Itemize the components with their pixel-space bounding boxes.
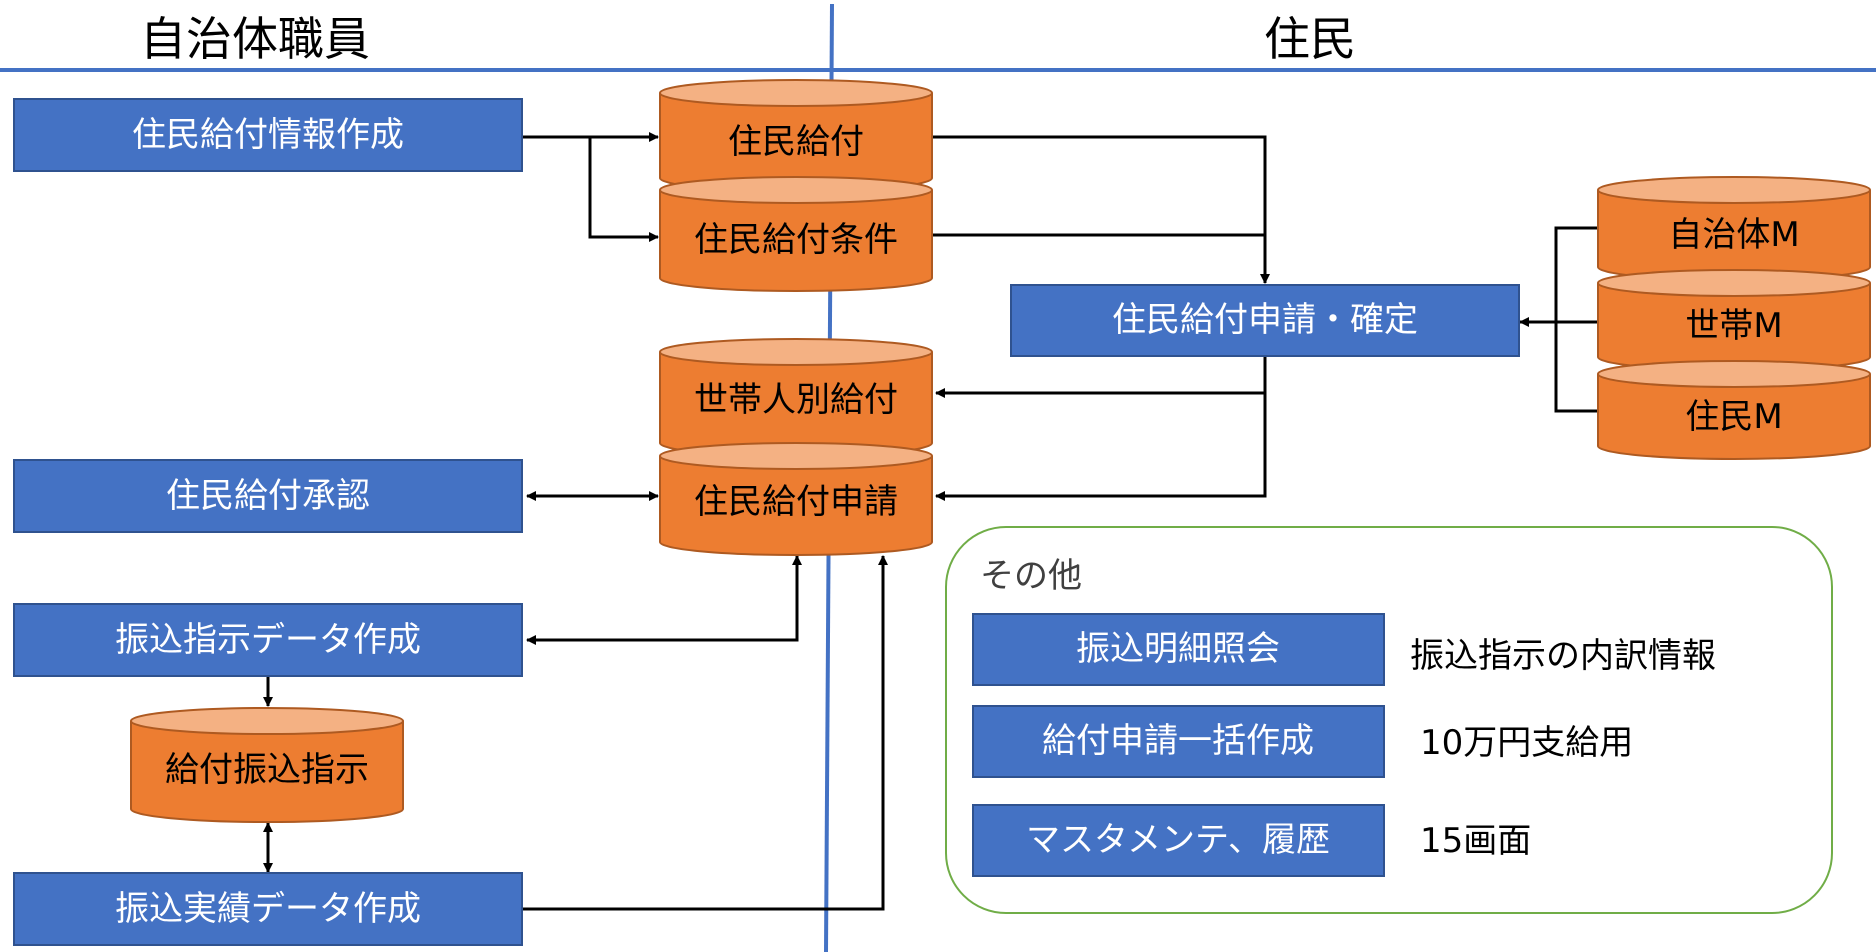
arrow-benefit-to-apply xyxy=(932,135,1270,284)
process-label: 住民給付申請・確定 xyxy=(1112,300,1418,340)
arrow-transfer-instr-benefit-apply xyxy=(526,555,802,645)
process-apply-confirm[interactable]: 住民給付申請・確定 xyxy=(1010,284,1520,357)
process-label: 住民給付承認 xyxy=(166,476,370,516)
other-item-note: 振込指示の内訳情報 xyxy=(1410,636,1716,676)
other-item-transfer-detail[interactable]: 振込明細照会 xyxy=(972,613,1385,686)
header-municipal-staff: 自治体職員 xyxy=(140,12,370,66)
datastore-label: 住民給付条件 xyxy=(694,220,898,260)
datastore-benefit-apply: 住民給付申請 xyxy=(659,442,933,556)
datastore-label: 世帯M xyxy=(1685,306,1782,346)
process-approve[interactable]: 住民給付承認 xyxy=(13,459,523,533)
datastore-household-m: 世帯M xyxy=(1597,269,1871,371)
process-label: 振込実績データ作成 xyxy=(115,889,421,929)
datastore-label: 住民給付申請 xyxy=(694,482,898,522)
other-item-label: マスタメンテ、履歴 xyxy=(1026,820,1330,860)
line-master-bracket xyxy=(1554,226,1598,413)
arrow-apply-to-benefit-apply xyxy=(935,356,1267,501)
other-title: その他 xyxy=(980,556,1082,596)
connectors xyxy=(263,132,1598,911)
arrow-info-to-benefit-cond xyxy=(588,137,659,242)
process-transfer-instr-create[interactable]: 振込指示データ作成 xyxy=(13,603,523,677)
process-transfer-result-create[interactable]: 振込実績データ作成 xyxy=(13,872,523,946)
process-label: 住民給付情報作成 xyxy=(132,115,404,155)
arrow-result-to-benefit-apply xyxy=(522,555,888,911)
datastore-municipality-m: 自治体M xyxy=(1597,176,1871,281)
datastore-label: 住民給付 xyxy=(728,122,864,162)
datastore-resident-m: 住民M xyxy=(1597,360,1871,460)
header-residents: 住民 xyxy=(1264,12,1356,66)
other-item-note: 15画面 xyxy=(1420,821,1531,861)
process-info-create[interactable]: 住民給付情報作成 xyxy=(13,98,523,172)
datastore-label: 給付振込指示 xyxy=(165,750,369,790)
datastore-benefit-cond: 住民給付条件 xyxy=(659,176,933,292)
other-item-label: 給付申請一括作成 xyxy=(1042,721,1314,761)
other-item-bulk-apply[interactable]: 給付申請一括作成 xyxy=(972,705,1385,778)
process-label: 振込指示データ作成 xyxy=(115,620,421,660)
datastore-transfer-instr: 給付振込指示 xyxy=(130,707,404,823)
datastore-label: 世帯人別給付 xyxy=(694,380,898,420)
datastore-label: 自治体M xyxy=(1668,215,1799,255)
datastore-label: 住民M xyxy=(1685,397,1782,437)
datastore-household-person: 世帯人別給付 xyxy=(659,338,933,457)
other-item-master-maint[interactable]: マスタメンテ、履歴 xyxy=(972,804,1385,877)
datastore-benefit: 住民給付 xyxy=(659,79,933,192)
other-section: その他 振込明細照会 振込指示の内訳情報 給付申請一括作成 10万円支給用 マス… xyxy=(945,526,1833,914)
other-item-label: 振込明細照会 xyxy=(1076,629,1280,669)
other-item-note: 10万円支給用 xyxy=(1420,723,1633,763)
